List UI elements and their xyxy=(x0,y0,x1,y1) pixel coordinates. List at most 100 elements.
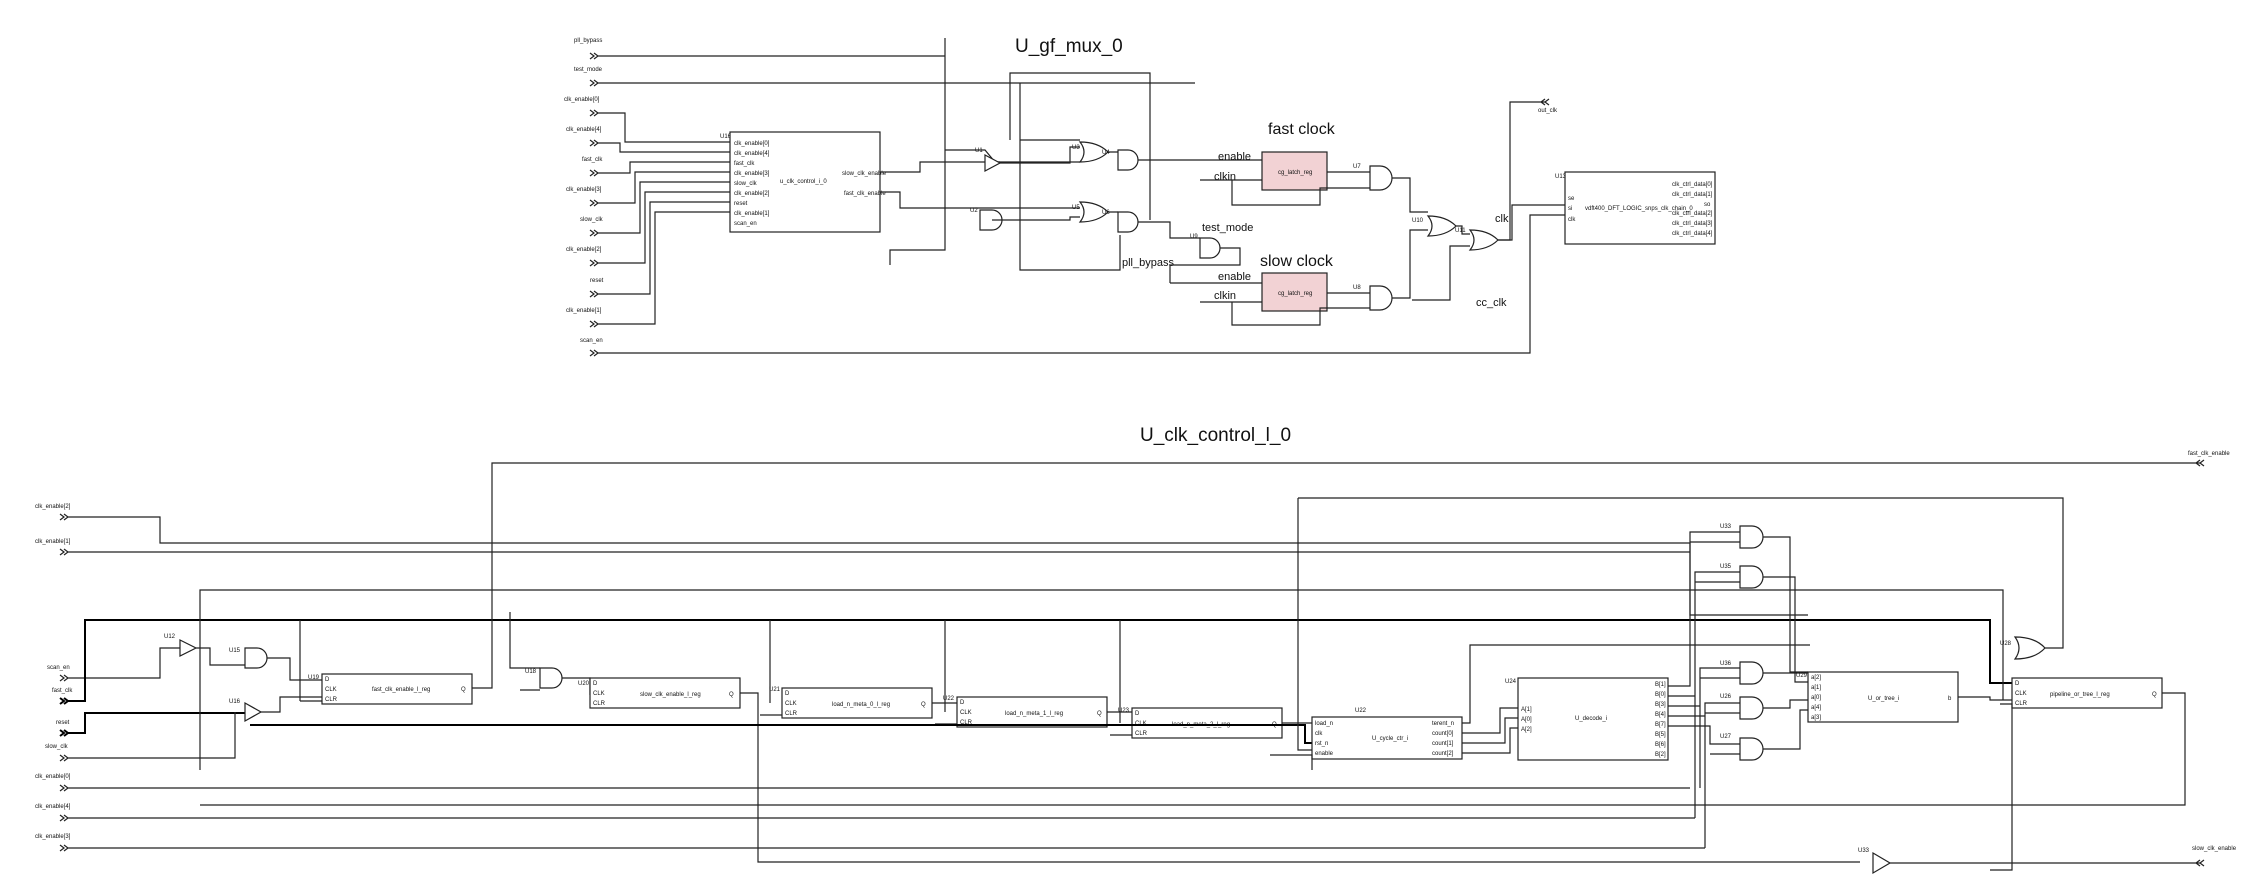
svg-text:B[0]: B[0] xyxy=(1655,692,1666,698)
svg-text:clk_enable[3]: clk_enable[3] xyxy=(734,171,770,177)
svg-text:D: D xyxy=(325,677,330,683)
svg-text:fast_clk_enable: fast_clk_enable xyxy=(844,191,886,197)
fast-clock-latch[interactable]: fast clock enable clkin cg_latch_reg xyxy=(1214,121,1336,191)
svg-text:CLK: CLK xyxy=(593,691,605,697)
svg-text:CLK: CLK xyxy=(785,701,797,707)
svg-text:clk_ctrl_data[4]: clk_ctrl_data[4] xyxy=(1672,231,1713,237)
svg-text:fast_clk: fast_clk xyxy=(734,161,755,167)
port-b-clk-enable-1[interactable]: clk_enable[1] xyxy=(35,539,1690,556)
reg-load-n-meta-0[interactable]: U21 D CLK CLR load_n_meta_0_l_reg Q xyxy=(769,687,933,719)
port-reset[interactable]: reset xyxy=(589,201,730,298)
svg-text:U8: U8 xyxy=(1353,285,1361,291)
svg-text:cg_latch_reg: cg_latch_reg xyxy=(1278,291,1312,297)
svg-text:cc_clk: cc_clk xyxy=(1476,297,1507,309)
port-b-clk-enable-0[interactable]: clk_enable[0] xyxy=(35,774,1690,792)
port-test-mode[interactable]: test_mode xyxy=(574,67,1195,87)
port-scan-en[interactable]: scan_en xyxy=(580,214,1565,357)
and-gate-u30 xyxy=(1739,525,1764,549)
reg-load-n-meta-2[interactable]: U23 D CLK CLR load_n_meta_2_l_reg Q xyxy=(1118,707,1283,739)
bottom-input-ports: clk_enable[2] clk_enable[1] scan_en fast… xyxy=(35,504,2012,852)
reg-load-n-meta-1[interactable]: U22 D CLK CLR load_n_meta_1_l_reg Q xyxy=(943,696,1108,728)
svg-text:enable: enable xyxy=(1218,151,1251,163)
svg-text:a[1]: a[1] xyxy=(1811,685,1821,691)
port-slow-clk[interactable]: slow_clk xyxy=(580,181,730,237)
bottom-title: U_clk_control_l_0 xyxy=(1140,425,1291,446)
svg-text:CLK: CLK xyxy=(325,687,337,693)
port-clk-enable-2[interactable]: clk_enable[2] xyxy=(566,191,730,267)
port-clk-enable-1[interactable]: clk_enable[1] xyxy=(566,211,730,328)
svg-text:Q: Q xyxy=(921,702,926,708)
block-u13-dft-chain[interactable]: U13 vdft400_DFT_LOGIC_snps_clk_chain_0 s… xyxy=(1555,171,1716,245)
svg-text:clk_enable[3]: clk_enable[3] xyxy=(35,834,71,840)
svg-text:pipeline_or_tree_l_reg: pipeline_or_tree_l_reg xyxy=(2050,692,2110,698)
svg-text:clk_ctrl_data[1]: clk_ctrl_data[1] xyxy=(1672,192,1713,198)
and-gate-u27 xyxy=(1739,737,1764,761)
port-slow-clk-enable[interactable]: slow_clk_enable xyxy=(1890,846,2237,867)
svg-text:count[2]: count[2] xyxy=(1432,751,1454,757)
svg-text:clk_enable[4]: clk_enable[4] xyxy=(566,127,602,133)
svg-text:D: D xyxy=(960,700,965,706)
svg-text:clk_enable[3]: clk_enable[3] xyxy=(566,187,602,193)
port-b-clk-enable-3[interactable]: clk_enable[3] xyxy=(35,834,1705,852)
svg-text:cg_latch_reg: cg_latch_reg xyxy=(1278,170,1312,176)
block-u-cycle-ctr[interactable]: U22 U_cycle_ctr_i load_n clk rst_n enabl… xyxy=(1311,708,1463,760)
svg-text:B[2]: B[2] xyxy=(1655,752,1666,758)
svg-text:U15: U15 xyxy=(229,648,241,654)
port-fast-clk[interactable]: fast_clk xyxy=(582,157,730,177)
reg-pipeline-or-tree[interactable]: D CLK CLR pipeline_or_tree_l_reg Q xyxy=(2011,677,2163,709)
svg-text:U24: U24 xyxy=(1505,679,1517,685)
svg-text:clk_ctrl_data[0]: clk_ctrl_data[0] xyxy=(1672,182,1713,188)
svg-text:D: D xyxy=(785,691,790,697)
svg-text:CLR: CLR xyxy=(325,697,338,703)
svg-text:clk_enable[4]: clk_enable[4] xyxy=(35,804,71,810)
svg-text:clkin: clkin xyxy=(1214,290,1236,302)
block-u-or-tree[interactable]: U29 U_or_tree_i a[2] a[1] a[0] a[4] a[3]… xyxy=(1796,671,1959,723)
svg-text:U21: U21 xyxy=(769,687,781,693)
svg-text:B[7]: B[7] xyxy=(1655,722,1666,728)
svg-text:pll_bypass: pll_bypass xyxy=(1122,257,1174,269)
svg-text:U12: U12 xyxy=(164,634,176,640)
svg-text:slow_clk: slow_clk xyxy=(580,217,604,223)
svg-text:B[4]: B[4] xyxy=(1655,712,1666,718)
port-b-clk-enable-2[interactable]: clk_enable[2] xyxy=(35,504,1808,616)
port-b-scan-en[interactable]: scan_en xyxy=(47,647,180,682)
svg-text:U18: U18 xyxy=(525,669,537,675)
svg-text:U5: U5 xyxy=(1072,205,1080,211)
port-clk-enable-3[interactable]: clk_enable[3] xyxy=(566,171,730,207)
port-pll-bypass[interactable]: pll_bypass xyxy=(574,38,945,60)
svg-text:scan_en: scan_en xyxy=(47,665,70,671)
block-u16-clk-control[interactable]: U16 u_clk_control_i_0 clk_enable[0] clk_… xyxy=(720,131,887,233)
port-fast-clk-enable[interactable]: fast_clk_enable xyxy=(491,451,2230,645)
svg-text:Q: Q xyxy=(1097,711,1102,717)
svg-text:si: si xyxy=(1568,206,1572,212)
port-b-slow-clk[interactable]: slow_clk xyxy=(45,712,236,762)
port-b-fast-clk[interactable]: fast_clk xyxy=(52,619,2012,705)
port-b-clk-enable-4[interactable]: clk_enable[4] xyxy=(35,804,1695,822)
svg-text:slow_clk_enable_l_reg: slow_clk_enable_l_reg xyxy=(640,692,701,698)
svg-text:fast_clk_enable: fast_clk_enable xyxy=(2188,451,2230,457)
svg-text:U29: U29 xyxy=(1796,673,1808,679)
svg-text:A[2]: A[2] xyxy=(1521,727,1532,733)
buffer-u16 xyxy=(244,701,263,723)
svg-text:enable: enable xyxy=(1218,271,1251,283)
port-clk-enable-0[interactable]: clk_enable[0] xyxy=(564,97,730,143)
reg-fast-clk-enable[interactable]: U19 D CLK CLR fast_clk_enable_l_reg Q xyxy=(308,673,473,705)
port-clk-enable-4[interactable]: clk_enable[4] xyxy=(566,127,730,153)
svg-text:fast_clk: fast_clk xyxy=(582,157,603,163)
svg-text:U35: U35 xyxy=(1720,564,1732,570)
svg-text:U2: U2 xyxy=(970,208,978,214)
svg-text:U23: U23 xyxy=(1118,708,1130,714)
slow-clock-latch[interactable]: slow clock enable clkin cg_latch_reg xyxy=(1214,253,1334,312)
top-title: U_gf_mux_0 xyxy=(1015,36,1123,57)
and-gate-u9 xyxy=(1199,237,1221,259)
svg-text:clk_enable[4]: clk_enable[4] xyxy=(734,151,770,157)
block-u-decode[interactable]: U24 U_decode_i A[1] A[0] A[2] B[1] B[0] … xyxy=(1505,677,1669,761)
svg-text:fast_clk_enable_l_reg: fast_clk_enable_l_reg xyxy=(372,687,430,693)
svg-text:B[3]: B[3] xyxy=(1655,702,1666,708)
port-out-clk[interactable]: out_clk xyxy=(1528,98,1558,114)
svg-text:B[5]: B[5] xyxy=(1655,732,1666,738)
svg-text:load_n: load_n xyxy=(1315,721,1333,727)
port-b-reset[interactable]: reset xyxy=(56,712,245,737)
reg-slow-clk-enable[interactable]: U20 D CLK CLR slow_clk_enable_l_reg Q xyxy=(578,677,741,709)
